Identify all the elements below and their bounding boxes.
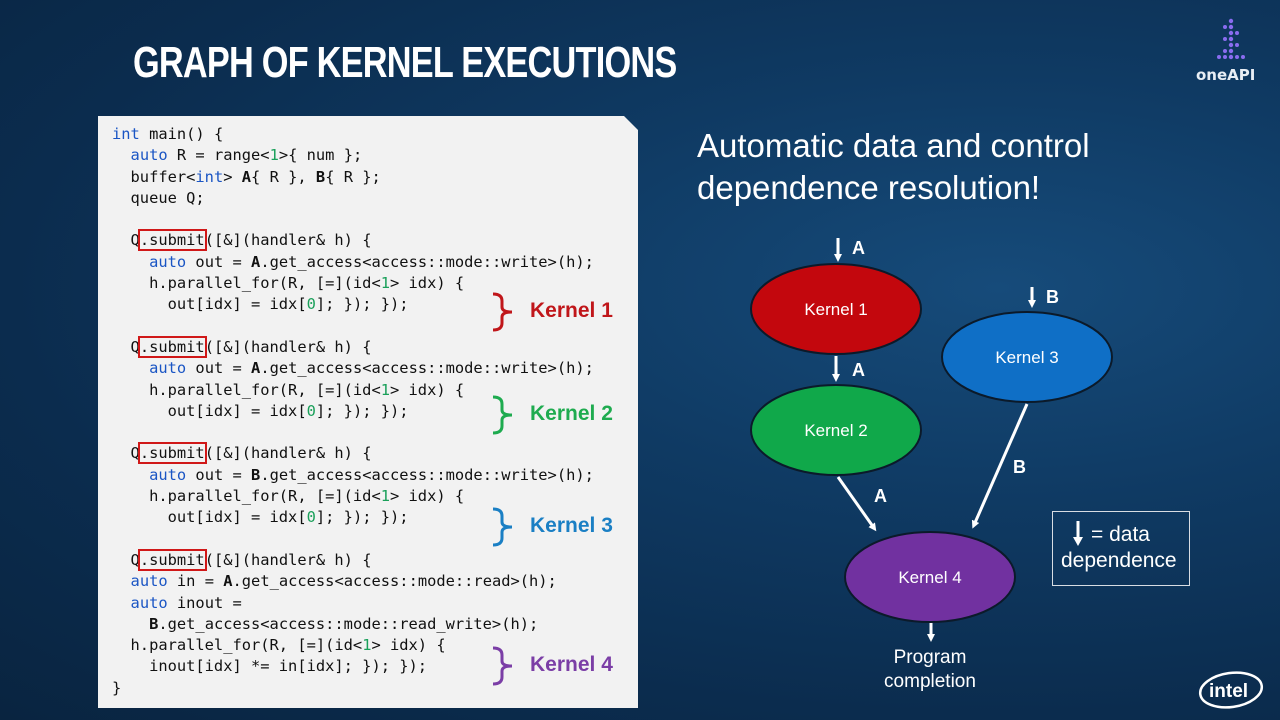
code-line: h.parallel_for(R, [=](id<1> idx) { (112, 380, 465, 399)
kernel-3-brace (492, 507, 513, 547)
code-line: auto R = range<1>{ num }; (130, 146, 363, 165)
code-line: B.get_access<access::mode::read_write>(h… (149, 614, 539, 633)
edge-label-a-top: A (852, 238, 865, 258)
code-line: auto inout = (130, 593, 242, 612)
heading-line-1: Automatic data and control (697, 127, 1090, 164)
kernel-2-node-label: Kernel 2 (804, 421, 867, 440)
kernel-3-label: Kernel 3 (530, 514, 613, 537)
kernel-4-brace (492, 646, 513, 686)
legend-line-2: dependence (1061, 549, 1177, 572)
kernel-4-node-label: Kernel 4 (898, 568, 961, 587)
code-line: out[idx] = idx[0]; }); }); (112, 401, 409, 420)
oneapi-logo: oneAPI (1196, 18, 1268, 88)
svg-text:intel: intel (1209, 681, 1248, 702)
slide-title: GRAPH OF KERNEL EXECUTIONS (133, 38, 677, 87)
code-panel: int main() { auto R = range<1>{ num }; b… (98, 116, 638, 708)
code-line: int main() { (112, 125, 224, 143)
code-line: Q.submit([&](handler& h) { (112, 229, 372, 252)
edge-label-b-top: B (1046, 287, 1059, 307)
code-line: queue Q; (112, 188, 205, 207)
kernel-2-label: Kernel 2 (530, 402, 613, 425)
code-line: out[idx] = idx[0]; }); }); (112, 508, 409, 527)
code-block: int main() { auto R = range<1>{ num }; b… (112, 124, 594, 699)
code-line: auto out = B.get_access<access::mode::wr… (149, 465, 594, 484)
code-line: h.parallel_for(R, [=](id<1> idx) { (112, 487, 465, 506)
oneapi-logo-text: oneAPI (1196, 66, 1256, 84)
code-line: out[idx] = idx[0]; }); }); (112, 295, 409, 314)
code-line: Q.submit([&](handler& h) { (112, 548, 372, 571)
kernel-4-node: Kernel 4 (844, 531, 1016, 623)
kernel-2-node: Kernel 2 (750, 384, 922, 476)
kernel-3-node-label: Kernel 3 (995, 348, 1058, 367)
kernel-1-brace (492, 292, 513, 332)
code-line: auto out = A.get_access<access::mode::wr… (149, 252, 594, 271)
heading-line-2: dependence resolution! (697, 169, 1041, 206)
kernel-1-node: Kernel 1 (750, 263, 922, 355)
edge-label-a-mid: A (852, 360, 865, 380)
code-line: inout[idx] *= in[idx]; }); }); (112, 657, 428, 676)
kernel-4-label: Kernel 4 (530, 653, 613, 676)
code-line: buffer<int> A{ R }, B{ R }; (112, 167, 381, 186)
completion-line-2: completion (884, 671, 976, 692)
edge-kernel-2-to-4 (836, 476, 877, 532)
legend-text: = data dependence (1061, 522, 1177, 574)
legend-line-1: = data (1091, 523, 1150, 546)
code-line: auto in = A.get_access<access::mode::rea… (130, 572, 557, 591)
code-line: h.parallel_for(R, [=](id<1> idx) { (112, 636, 446, 655)
code-line: h.parallel_for(R, [=](id<1> idx) { (112, 274, 465, 293)
edge-label-a-bottom: A (874, 486, 887, 506)
kernel-1-label: Kernel 1 (530, 299, 613, 322)
code-line: Q.submit([&](handler& h) { (112, 335, 372, 358)
code-line: auto out = A.get_access<access::mode::wr… (149, 359, 594, 378)
edge-label-b-bottom: B (1013, 457, 1026, 477)
kernel-2-brace (492, 395, 513, 435)
code-line: } (112, 678, 122, 697)
intel-logo: intel (1198, 671, 1264, 709)
program-completion: Program completion (860, 646, 1000, 694)
oneapi-dots-icon (1217, 18, 1245, 60)
completion-line-1: Program (893, 647, 967, 668)
kernel-3-node: Kernel 3 (941, 311, 1113, 403)
diagram-heading: Automatic data and control dependence re… (697, 125, 1217, 209)
legend-box (1052, 511, 1190, 586)
down-arrow-icon (1073, 521, 1083, 546)
edge-kernel-3-to-4 (971, 403, 1029, 529)
code-line: Q.submit([&](handler& h) { (112, 442, 372, 465)
kernel-1-node-label: Kernel 1 (804, 300, 867, 319)
